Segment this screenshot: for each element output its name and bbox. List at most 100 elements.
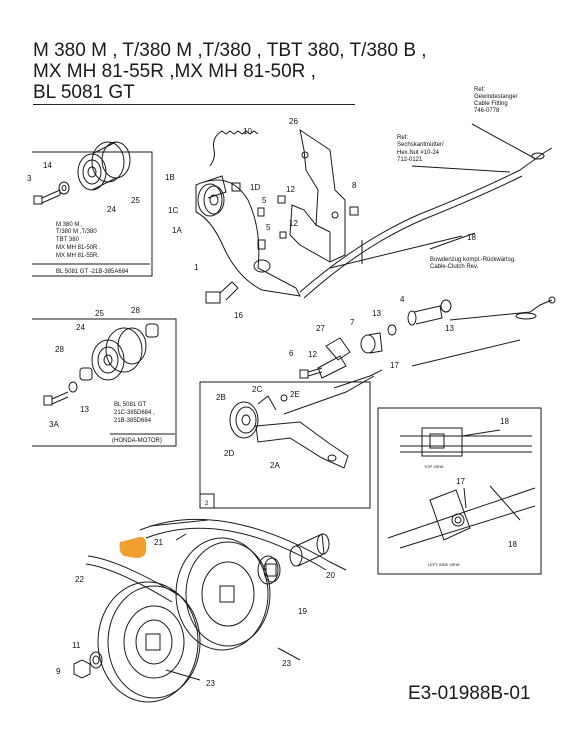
label-12b: 12 bbox=[289, 219, 298, 228]
bolt-5a-icon bbox=[257, 207, 265, 217]
label-18a: 18 bbox=[467, 233, 476, 242]
bolt-5b-icon bbox=[257, 239, 266, 250]
ref-nut-line-4: 712-0121 bbox=[397, 157, 423, 163]
label-9: 9 bbox=[56, 667, 61, 676]
inset-top-view-caption: TOP VIEW bbox=[424, 464, 444, 469]
label-19: 19 bbox=[298, 607, 307, 616]
label-24a: 24 bbox=[107, 205, 116, 214]
label-1: 1 bbox=[194, 263, 199, 272]
label-1a: 1A bbox=[172, 226, 182, 235]
label-16: 16 bbox=[234, 311, 243, 320]
label-3: 3 bbox=[27, 174, 32, 183]
label-28a: 28 bbox=[131, 306, 140, 315]
bolt-16-icon bbox=[205, 281, 239, 304]
ref-fitting-line-4: 746-0778 bbox=[474, 108, 500, 114]
box1-text: M 380 M , T/380 M ,T/380 TBT 380 MX MH 8… bbox=[56, 222, 129, 275]
box1-model-2: T/380 M ,T/380 bbox=[56, 229, 97, 235]
side-view-bracket-icon bbox=[429, 489, 471, 541]
idler-pulley-1b-icon bbox=[197, 175, 227, 217]
shaft-20-icon bbox=[289, 533, 330, 567]
label-1c: 1C bbox=[168, 206, 178, 215]
pulley-23b-icon bbox=[97, 581, 201, 703]
label-2e: 2E bbox=[290, 390, 300, 399]
box2-model-2: 21C-385D684 , bbox=[114, 410, 155, 416]
spring-10-icon bbox=[217, 130, 259, 135]
label-21: 21 bbox=[154, 538, 163, 547]
label-10: 10 bbox=[243, 127, 252, 136]
pulley-2b-icon bbox=[229, 401, 259, 439]
label-8: 8 bbox=[352, 181, 357, 190]
clip-12c-icon bbox=[317, 355, 347, 379]
label-28b: 28 bbox=[55, 345, 64, 354]
bracket-26-icon bbox=[289, 128, 346, 263]
box2-footer: (HONDA-MOTOR) bbox=[112, 438, 162, 444]
label-18b: 18 bbox=[500, 417, 509, 426]
nut-1d-icon bbox=[231, 182, 241, 192]
nut-12a-icon bbox=[277, 195, 286, 204]
cable-18-icon bbox=[299, 151, 546, 293]
label-27: 27 bbox=[316, 324, 325, 333]
nut-9-icon bbox=[73, 659, 91, 679]
washer-13b-icon bbox=[440, 299, 452, 313]
spacer-28a-icon bbox=[79, 367, 93, 381]
box1-frame bbox=[32, 151, 153, 277]
box1-footer: BL 5081 GT -21B-385A684 bbox=[56, 269, 129, 275]
label-2d: 2D bbox=[224, 449, 234, 458]
bolt-6-icon bbox=[299, 367, 323, 379]
box1-model-1: M 380 M , bbox=[56, 222, 83, 228]
belt-21-icon bbox=[139, 518, 347, 571]
box3-number-frame bbox=[199, 493, 215, 509]
bolt-4-icon bbox=[407, 305, 443, 326]
cable-note-line-1: Bowdenzug kompl.-Rückwärtsg. bbox=[430, 257, 516, 263]
label-12a: 12 bbox=[286, 185, 295, 194]
part-labels: 3 14 24 25 10 26 1B 1C 1A 1D 1 5 5 12 12… bbox=[27, 117, 517, 688]
bushing-7-icon bbox=[360, 332, 383, 354]
title-rule bbox=[33, 104, 355, 105]
ref-nut-line-1: Ref: bbox=[397, 135, 408, 141]
ref-fitting-line-3: Cable Fitting bbox=[474, 101, 508, 107]
label-17b: 17 bbox=[456, 477, 465, 486]
diagram-title: M 380 M , T/380 M ,T/380 , TBT 380, T/38… bbox=[33, 40, 427, 103]
spacer-28b-icon bbox=[145, 323, 159, 338]
washer-11-icon bbox=[89, 651, 103, 669]
label-23a: 23 bbox=[282, 659, 291, 668]
ref-note-fitting: Ref: Gewindestange/ Cable Fitting 746-07… bbox=[474, 87, 518, 114]
cable-note: Bowdenzug kompl.-Rückwärtsg. Cable-Clutc… bbox=[430, 257, 516, 270]
top-view-bracket-icon bbox=[421, 427, 463, 457]
variant-box-3 bbox=[199, 375, 375, 509]
label-18c: 18 bbox=[508, 540, 517, 549]
title-line-2: MX MH 81-55R ,MX MH 81-50R , bbox=[33, 61, 316, 82]
box1-model-5: MX MH 81-55R, bbox=[56, 253, 99, 259]
title-line-3: BL 5081 GT bbox=[33, 82, 135, 103]
document-code: E3-01988B-01 bbox=[408, 683, 531, 704]
label-1d: 1D bbox=[250, 183, 260, 192]
idler-arm-1-icon bbox=[195, 179, 301, 297]
bracket-27-icon bbox=[325, 337, 351, 361]
bracket-2c-icon bbox=[257, 395, 277, 411]
washer-19-icon bbox=[257, 555, 281, 585]
box2-model-1: BL 5081 GT bbox=[114, 402, 146, 408]
nut-8-icon bbox=[349, 206, 359, 216]
box3-number: 2 bbox=[205, 501, 209, 507]
washer-13c-icon bbox=[387, 324, 397, 336]
box2-frame bbox=[32, 318, 177, 447]
label-2c: 2C bbox=[252, 385, 262, 394]
nut-2e-icon bbox=[280, 394, 288, 402]
ref-nut-line-2: Sechskantmutter/ bbox=[397, 142, 444, 148]
box3-frame bbox=[199, 381, 371, 509]
bolt-3a-icon bbox=[43, 391, 69, 406]
rod-icon bbox=[411, 339, 521, 367]
main-assembly bbox=[195, 123, 553, 304]
label-14: 14 bbox=[43, 161, 52, 170]
label-22: 22 bbox=[75, 575, 84, 584]
label-25a: 25 bbox=[131, 196, 140, 205]
box2-text: BL 5081 GT 21C-385D684 , 21B-385D684 (HO… bbox=[112, 402, 162, 444]
label-2b: 2B bbox=[216, 393, 226, 402]
clutch-parts bbox=[299, 296, 556, 389]
pulley-25-icon bbox=[91, 327, 147, 381]
label-17a: 17 bbox=[390, 361, 399, 370]
arm-2a-icon bbox=[255, 421, 349, 469]
box2-model-3: 21B-385D684 bbox=[114, 418, 152, 424]
hand-pointer-icon bbox=[119, 536, 146, 558]
